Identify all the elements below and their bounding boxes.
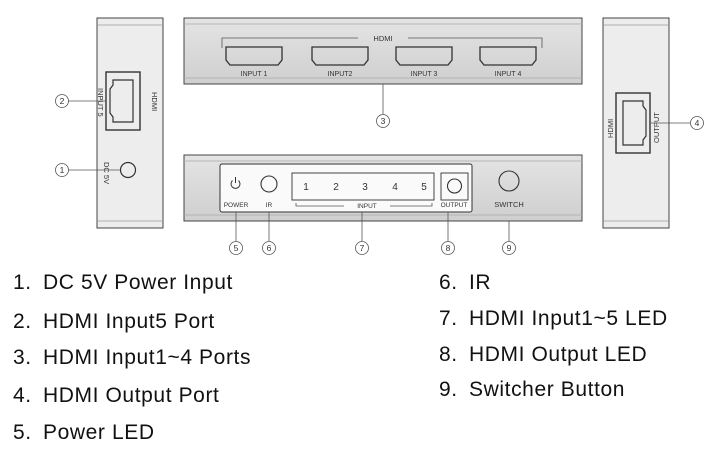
dc-5v-label: DC 5V — [102, 162, 111, 184]
callout-5: 5 — [234, 243, 239, 253]
legend-number: 4. — [13, 384, 32, 407]
hdmi-input4-port-icon — [479, 46, 537, 66]
left-side-panel: HDMI INPUT 5 DC 5V 2 1 — [55, 17, 164, 229]
legend-number: 1. — [13, 271, 32, 294]
input2-port-label: INPUT2 — [328, 71, 353, 78]
callout-8: 8 — [446, 243, 451, 253]
switch-button-icon — [498, 170, 520, 192]
led-2-number: 2 — [333, 182, 339, 193]
legend-number: 2. — [13, 310, 32, 333]
hdmi-input2-port-icon — [311, 46, 369, 66]
right-side-panel: HDMI OUTPUT 4 — [602, 17, 704, 229]
front-callouts: 5 6 7 8 9 — [229, 212, 516, 255]
hdmi-group-label: HDMI — [373, 34, 392, 43]
input1-port-label: INPUT 1 — [241, 71, 268, 78]
legend-item-5: 5. Power LED — [13, 421, 155, 445]
ir-sensor-icon — [260, 175, 278, 193]
legend-number: 9. — [439, 378, 458, 401]
input-led-group-label: INPUT — [357, 203, 377, 210]
left-input5-label: INPUT 5 — [96, 88, 105, 117]
legend-number: 7. — [439, 307, 458, 330]
legend-item-2: 2. HDMI Input5 Port — [13, 310, 215, 334]
legend-item-4: 4. HDMI Output Port — [13, 384, 219, 408]
output-led-label: OUTPUT — [441, 202, 468, 209]
legend-number: 5. — [13, 421, 32, 444]
output-led-icon — [446, 178, 463, 194]
legend-item-6: 6. IR — [439, 271, 491, 295]
input4-port-label: INPUT 4 — [495, 71, 522, 78]
power-label: POWER — [224, 202, 249, 209]
legend-text: HDMI Input5 Port — [43, 310, 215, 333]
legend-text: HDMI Output LED — [469, 343, 648, 366]
front-panel: POWER IR 1 2 3 4 5 INPUT OUTPUT SWITCH — [183, 154, 583, 222]
legend-item-8: 8. HDMI Output LED — [439, 343, 647, 367]
legend-number: 8. — [439, 343, 458, 366]
legend-text: HDMI Output Port — [43, 384, 220, 407]
callout-3: 3 — [381, 116, 386, 126]
callout-2: 2 — [60, 96, 65, 106]
right-output-label: OUTPUT — [652, 112, 661, 143]
switch-label: SWITCH — [494, 200, 524, 209]
led-4-number: 4 — [392, 182, 398, 193]
callout-6: 6 — [267, 243, 272, 253]
callout-7: 7 — [360, 243, 365, 253]
input3-port-label: INPUT 3 — [411, 71, 438, 78]
device-diagram: HDMI INPUT 5 DC 5V 2 1 HDMI INPUT 1 INPU… — [55, 17, 704, 255]
legend-text: Switcher Button — [469, 378, 626, 401]
legend-number: 3. — [13, 346, 32, 369]
legend-number: 6. — [439, 271, 458, 294]
dc-jack-icon — [119, 161, 137, 179]
callout-4: 4 — [695, 118, 700, 128]
led-1-number: 1 — [303, 182, 309, 193]
power-led-icon — [230, 177, 241, 189]
hdmi-input3-port-icon — [395, 46, 453, 66]
legend-item-7: 7. HDMI Input1~5 LED — [439, 307, 668, 331]
right-hdmi-label: HDMI — [606, 119, 615, 138]
legend-text: DC 5V Power Input — [43, 271, 233, 294]
hdmi-input1-port-icon — [225, 46, 283, 66]
legend-text: HDMI Input1~5 LED — [469, 307, 668, 330]
legend-item-9: 9. Switcher Button — [439, 378, 625, 402]
legend-text: IR — [469, 271, 492, 294]
legend-item-3: 3. HDMI Input1~4 Ports — [13, 346, 251, 370]
callout-9: 9 — [507, 243, 512, 253]
callout-1: 1 — [60, 165, 65, 175]
legend-text: Power LED — [43, 421, 155, 444]
rear-panel: HDMI INPUT 1 INPUT2 INPUT 3 INPUT 4 3 — [183, 17, 583, 128]
ir-label: IR — [266, 202, 273, 209]
legend-item-1: 1. DC 5V Power Input — [13, 271, 233, 295]
led-5-number: 5 — [421, 182, 427, 193]
legend-text: HDMI Input1~4 Ports — [43, 346, 252, 369]
left-hdmi-label: HDMI — [150, 92, 159, 111]
led-3-number: 3 — [362, 182, 368, 193]
